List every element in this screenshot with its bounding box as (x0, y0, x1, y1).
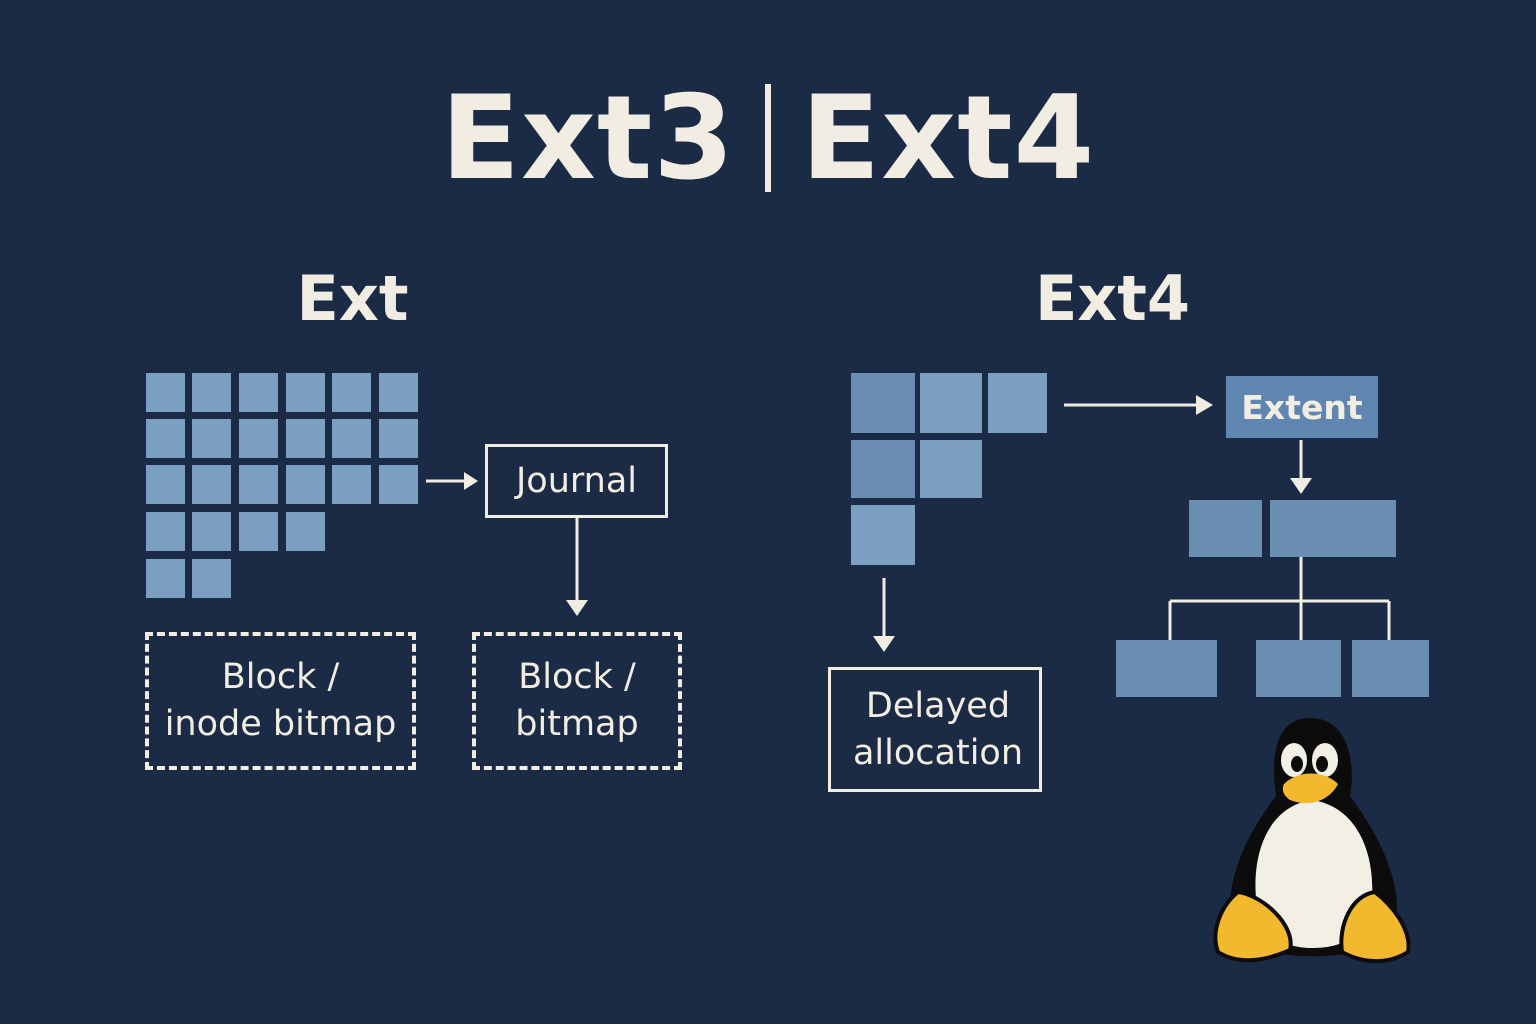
block-cell (332, 419, 371, 458)
block-cell (920, 440, 982, 498)
block-inode-bitmap-box: Block / inode bitmap (145, 632, 416, 770)
ext-heading: Ext (296, 262, 409, 335)
ext4-heading: Ext4 (1034, 262, 1191, 335)
block-bitmap-box: Block / bitmap (472, 632, 682, 770)
title-separator (765, 84, 771, 192)
block-cell (146, 512, 185, 551)
journal-box: Journal (485, 444, 668, 518)
block-cell (379, 373, 418, 412)
block-cell (192, 465, 231, 504)
block-cell (239, 419, 278, 458)
block-cell (146, 419, 185, 458)
block-cell (192, 419, 231, 458)
tree-node (1270, 500, 1396, 557)
block-cell (192, 373, 231, 412)
block-cell (239, 465, 278, 504)
block-cell (286, 512, 325, 551)
tree-leaf (1256, 640, 1341, 697)
tree-node (1189, 500, 1262, 557)
block-cell (851, 373, 915, 433)
main-title: Ext3 Ext4 (0, 68, 1536, 208)
title-ext4: Ext4 (801, 70, 1096, 206)
block-cell (192, 559, 231, 598)
block-cell (332, 373, 371, 412)
block-cell (146, 559, 185, 598)
block-cell (239, 373, 278, 412)
block-cell (379, 465, 418, 504)
extent-box: Extent (1226, 376, 1378, 438)
block-cell (239, 512, 278, 551)
block-cell (920, 373, 982, 433)
block-cell (851, 505, 915, 565)
tree-leaf (1352, 640, 1429, 697)
block-cell (379, 419, 418, 458)
block-cell (192, 512, 231, 551)
block-cell (146, 465, 185, 504)
block-cell (286, 465, 325, 504)
block-cell (146, 373, 185, 412)
block-cell (286, 419, 325, 458)
tree-leaf (1116, 640, 1217, 697)
delayed-allocation-box: Delayed allocation (828, 667, 1042, 792)
block-cell (286, 373, 325, 412)
block-cell (851, 440, 915, 498)
title-ext3: Ext3 (440, 70, 735, 206)
block-cell (988, 373, 1047, 433)
block-cell (332, 465, 371, 504)
